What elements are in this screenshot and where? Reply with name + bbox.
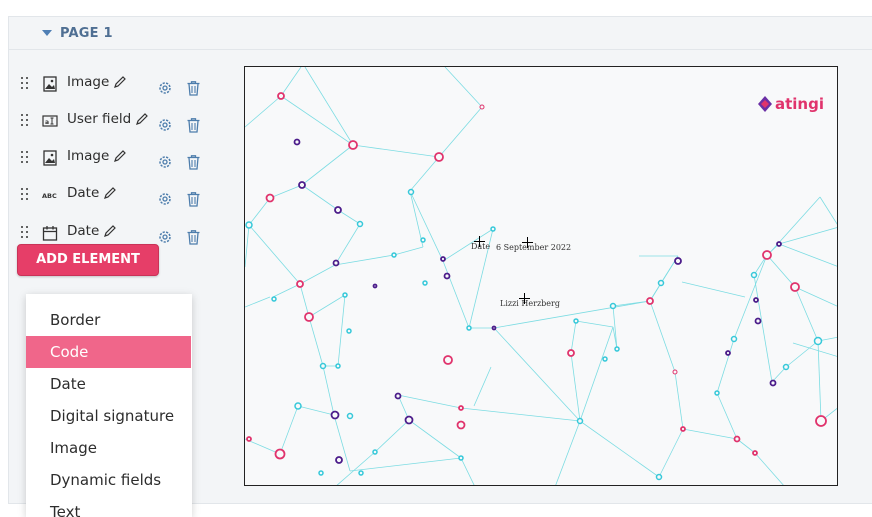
- drag-handle-icon[interactable]: [20, 150, 30, 164]
- trash-icon[interactable]: [186, 191, 201, 207]
- menu-item-text[interactable]: Text: [50, 503, 81, 517]
- drag-handle-icon[interactable]: [20, 225, 30, 239]
- menu-item-border[interactable]: Border: [50, 311, 101, 329]
- gear-icon[interactable]: [157, 80, 173, 96]
- move-handle-icon[interactable]: [474, 236, 485, 247]
- trash-icon[interactable]: [186, 80, 201, 96]
- trash-icon[interactable]: [186, 117, 201, 133]
- gear-icon[interactable]: [157, 154, 173, 170]
- pencil-edit-icon[interactable]: [113, 149, 127, 163]
- element-label: Image: [67, 74, 127, 90]
- gear-icon[interactable]: [157, 117, 173, 133]
- pencil-edit-icon[interactable]: [135, 112, 149, 126]
- drag-handle-icon[interactable]: [20, 76, 30, 90]
- move-handle-icon[interactable]: [519, 293, 530, 304]
- menu-item-digital-signature[interactable]: Digital signature: [50, 407, 175, 425]
- pencil-edit-icon[interactable]: [103, 186, 117, 200]
- drag-handle-icon[interactable]: [20, 113, 30, 127]
- element-row: ABC Date: [0, 181, 220, 209]
- user-field-icon: a: [42, 115, 58, 127]
- image-icon: [43, 150, 57, 166]
- element-label: Image: [67, 148, 127, 164]
- svg-text:ABC: ABC: [42, 192, 57, 200]
- element-label: Date: [67, 223, 117, 239]
- collapse-caret-icon[interactable]: [42, 30, 52, 36]
- add-element-button[interactable]: ADD ELEMENT: [17, 244, 159, 276]
- network-background-image: [245, 67, 837, 485]
- element-label: User field: [67, 111, 149, 127]
- date-label-text: Date: [471, 242, 491, 251]
- menu-item-dynamic-fields[interactable]: Dynamic fields: [50, 471, 162, 489]
- element-label: Date: [67, 185, 117, 201]
- menu-item-code[interactable]: Code: [26, 336, 191, 368]
- atingi-logo-icon: [758, 96, 772, 112]
- element-row: a User field: [0, 107, 220, 135]
- pencil-edit-icon[interactable]: [113, 75, 127, 89]
- atingi-logo: atingi: [758, 95, 824, 113]
- page-title: PAGE 1: [60, 25, 113, 41]
- trash-icon[interactable]: [186, 154, 201, 170]
- gear-icon[interactable]: [157, 191, 173, 207]
- calendar-icon: [42, 226, 58, 241]
- trash-icon[interactable]: [186, 229, 201, 245]
- menu-item-date[interactable]: Date: [50, 375, 86, 393]
- gear-icon[interactable]: [157, 229, 173, 245]
- page-header[interactable]: PAGE 1: [9, 17, 872, 50]
- date-value-text: 6 September 2022: [496, 243, 572, 252]
- certificate-canvas[interactable]: atingi Date 6 September 2022 Lizzi Herzb…: [244, 66, 838, 486]
- menu-item-image[interactable]: Image: [50, 439, 97, 457]
- drag-handle-icon[interactable]: [20, 187, 30, 201]
- element-row: Image: [0, 144, 220, 172]
- move-handle-icon[interactable]: [522, 237, 533, 248]
- abc-text-icon: ABC: [42, 192, 57, 200]
- image-icon: [43, 76, 57, 92]
- pencil-edit-icon[interactable]: [103, 224, 117, 238]
- element-row: Date: [0, 219, 220, 247]
- name-value-text: Lizzi Herzberg: [500, 299, 560, 308]
- svg-text:a: a: [45, 119, 49, 126]
- element-row: Image: [0, 70, 220, 98]
- add-element-dropdown: Border Code Date Digital signature Image…: [26, 294, 192, 517]
